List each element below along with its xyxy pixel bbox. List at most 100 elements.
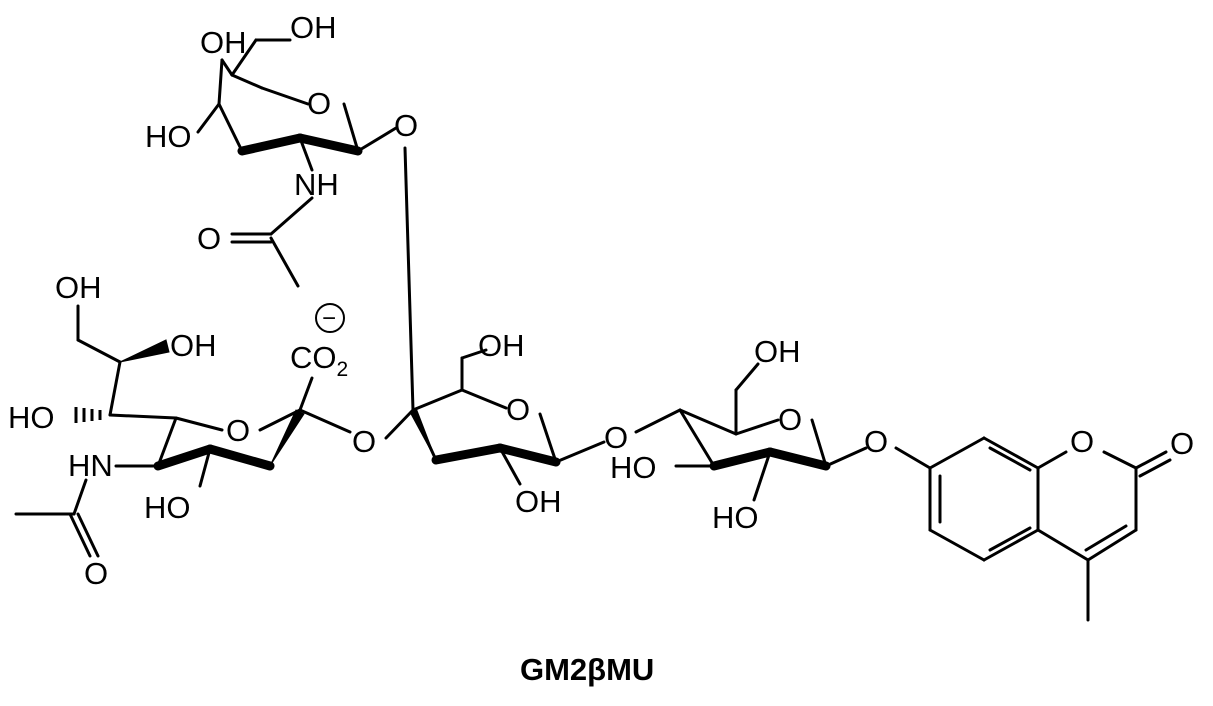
bond	[538, 412, 558, 464]
neu5ac-oh-9: OH	[55, 270, 102, 305]
galnac-oh-6: OH	[290, 10, 337, 45]
bond	[928, 436, 986, 470]
bond	[384, 408, 415, 440]
bond	[765, 447, 831, 471]
wedge-bond	[409, 407, 437, 461]
glc-oh-3: HO	[610, 450, 657, 485]
bond	[982, 528, 1040, 562]
bond	[230, 73, 264, 90]
bond	[298, 136, 314, 172]
bond	[495, 443, 561, 467]
bond	[217, 102, 244, 153]
neu5ac-gal-glycosidic-oxygen: O	[352, 424, 376, 459]
bond	[217, 58, 224, 106]
neu5ac-ring-oxygen: O	[226, 413, 250, 448]
bond	[678, 408, 738, 436]
aromatic-bond	[988, 446, 1032, 472]
galnac-carbonyl-oxygen: O	[197, 221, 221, 256]
bond	[196, 102, 221, 134]
bond	[734, 362, 760, 392]
bond	[752, 450, 772, 502]
bond	[76, 338, 122, 364]
negative-charge-circle	[315, 303, 345, 333]
coumarin-residue: O O	[894, 424, 1194, 622]
bond	[108, 360, 122, 417]
bond	[220, 58, 234, 77]
bond	[709, 447, 775, 471]
bond	[342, 102, 360, 153]
glc-ring-oxygen: O	[778, 402, 802, 437]
bond	[230, 38, 258, 77]
bond	[1086, 528, 1138, 562]
gal-oh-2: OH	[515, 484, 562, 519]
bond	[894, 446, 932, 470]
bond	[156, 416, 178, 468]
bond	[411, 388, 464, 412]
bond	[298, 376, 314, 412]
galnac-ring-oxygen: O	[307, 86, 331, 121]
bond	[260, 86, 310, 106]
bond	[1036, 450, 1068, 470]
neu5ac-carbonyl-oxygen: O	[84, 556, 108, 591]
bond	[554, 440, 606, 464]
galnac-oh-4: OH	[200, 25, 247, 60]
bond	[108, 413, 178, 420]
bond	[1084, 524, 1128, 552]
bond	[634, 408, 682, 434]
bond	[269, 196, 314, 236]
bond	[460, 348, 488, 360]
bond	[198, 447, 212, 488]
neu5ac-residue: OH OH HO HN CO2 − O HO O O	[8, 270, 376, 591]
coumarin-carbonyl-oxygen: O	[1170, 426, 1194, 461]
glc-residue: OH O HO HO O	[610, 334, 888, 535]
bond	[269, 236, 300, 288]
bond	[68, 512, 92, 558]
bond	[174, 416, 224, 432]
neu5ac-oh-4: HO	[144, 490, 191, 525]
galnac-gal-linkage	[403, 146, 415, 412]
gal-ring-oxygen: O	[506, 392, 530, 427]
galnac-oh-3: HO	[145, 119, 192, 154]
coumarin-ring-oxygen: O	[1070, 424, 1094, 459]
bond	[460, 388, 508, 410]
bond	[76, 512, 100, 558]
bond	[237, 133, 305, 156]
bond	[498, 446, 522, 486]
bond	[258, 408, 302, 432]
bond	[1036, 528, 1090, 562]
compound-caption: GM2βMU	[520, 652, 654, 687]
neu5ac-oh-7: HO	[8, 400, 55, 435]
bond	[431, 443, 505, 465]
bond	[1138, 458, 1172, 478]
bond	[824, 446, 868, 468]
glc-aglycone-oxygen: O	[864, 424, 888, 459]
galnac-residue: OH OH O O HO NH O	[145, 10, 418, 288]
glc-oh-2: HO	[712, 500, 759, 535]
neu5ac-co2: CO2	[290, 340, 348, 381]
bond	[1134, 450, 1168, 470]
bond	[810, 418, 828, 468]
bond	[295, 133, 363, 156]
bond	[72, 478, 88, 516]
gal-residue: OH O OH O	[384, 328, 628, 519]
bond	[928, 528, 986, 562]
bond	[205, 444, 275, 471]
bond	[153, 444, 215, 471]
wedge-bond	[269, 409, 305, 467]
bond	[982, 436, 1040, 470]
neu5ac-charge: −	[322, 305, 336, 332]
neu5ac-hn: HN	[68, 448, 113, 483]
galnac-nh: NH	[294, 167, 339, 202]
bond	[298, 408, 352, 434]
wedge-bond	[119, 339, 170, 363]
bond	[356, 126, 398, 153]
neu5ac-oh-8: OH	[170, 328, 217, 363]
gal-oh-6: OH	[478, 328, 525, 363]
gal-glc-glycosidic-oxygen: O	[604, 420, 628, 455]
bond	[678, 408, 716, 468]
bond	[1102, 450, 1138, 470]
bond	[734, 418, 780, 436]
aromatic-bond	[988, 526, 1032, 552]
